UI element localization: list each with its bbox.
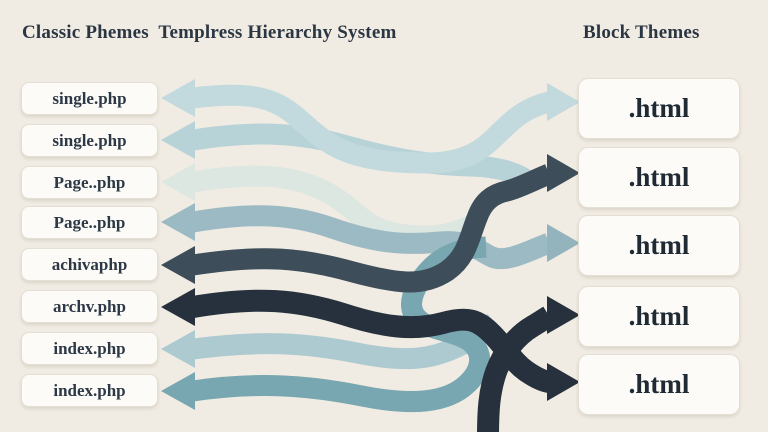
left-column-title: Classic Phemes Templress Hierarchy Syste…	[22, 22, 397, 43]
light-ribbon-1	[191, 84, 552, 174]
navy-branch-ribbon	[477, 306, 555, 432]
php-file-box-5: achivaphp	[21, 248, 158, 281]
html-file-box-2: .html	[578, 147, 740, 208]
paleblue-ribbon-left-arrowhead-icon	[161, 330, 195, 368]
html-file-box-4: .html	[578, 286, 740, 347]
medium-ribbon-left-arrowhead-icon	[161, 203, 195, 241]
teal-ribbon-left-arrowhead-icon	[161, 372, 195, 410]
php-file-box-8: index.php	[21, 374, 158, 407]
php-file-box-6: archv.php	[21, 290, 158, 323]
php-file-box-3: Page..php	[21, 166, 158, 199]
php-file-box-4: Page..php	[21, 206, 158, 239]
light-ribbon-1-right-arrowhead-icon	[547, 83, 580, 121]
navy-branch-right-arrowhead-icon	[547, 296, 580, 334]
right-column-title: Block Themes	[583, 22, 700, 43]
slate-ribbon	[191, 164, 553, 293]
pale-ribbon-left-arrowhead-icon	[161, 163, 195, 201]
light-ribbon-1-left-arrowhead-icon	[161, 79, 195, 117]
php-file-box-1: single.php	[21, 82, 158, 115]
html-file-box-3: .html	[578, 215, 740, 276]
medium-ribbon-right-arrowhead-icon	[547, 224, 580, 262]
medium-ribbon	[191, 205, 553, 270]
navy-ribbon-left-arrowhead-icon	[161, 288, 195, 326]
php-file-box-2: single.php	[21, 124, 158, 157]
slate-ribbon-right-arrowhead-icon	[547, 154, 580, 192]
html-file-box-1: .html	[578, 78, 740, 139]
light-ribbon-2-left-arrowhead-icon	[161, 121, 195, 159]
html-file-box-5: .html	[578, 354, 740, 415]
slate-ribbon-left-arrowhead-icon	[161, 246, 195, 284]
php-file-box-7: index.php	[21, 332, 158, 365]
navy-ribbon-right-arrowhead-icon	[547, 363, 580, 401]
navy-ribbon	[191, 289, 552, 393]
